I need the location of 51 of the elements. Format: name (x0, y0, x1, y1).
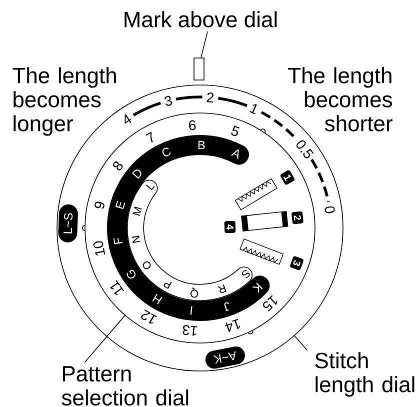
leader-line (294, 335, 308, 350)
pattern-letter: C (162, 148, 171, 156)
pattern-letter: R (218, 284, 226, 294)
scale-number: 1 (250, 104, 257, 114)
pattern-letter: L (146, 184, 155, 190)
dial-number: 13 (182, 325, 198, 336)
index-mark (194, 58, 204, 80)
pattern-letter: E (115, 200, 126, 210)
dial-number: 9 (94, 202, 104, 209)
pattern-letter: G (126, 270, 136, 279)
scale-number: 2 (206, 92, 214, 102)
range-badge: A~K (205, 346, 245, 369)
dial-number: 7 (146, 132, 153, 142)
dial-number: 10 (93, 241, 106, 256)
number-badge: 3 (290, 256, 304, 270)
pattern-letter: F (113, 238, 123, 244)
pattern-letter: D (132, 170, 142, 179)
dial-number: 15 (262, 295, 278, 312)
pattern-letter: N (132, 236, 140, 243)
dial-number: 6 (189, 120, 196, 130)
dial-number: 14 (225, 318, 240, 332)
scale-number: 0.5 (296, 140, 314, 158)
pattern-letter: A (231, 149, 239, 159)
callout-label: Mark above dial (124, 11, 277, 28)
pattern-letter: I (190, 306, 192, 315)
leader-line (200, 31, 208, 58)
pattern-letter: K (252, 282, 263, 294)
pattern-letter: P (164, 282, 172, 289)
note-label: The length becomes shorter (288, 67, 392, 132)
dial-number: 5 (231, 126, 240, 136)
pattern-letter: B (198, 140, 205, 150)
scale-number: 3 (164, 96, 172, 106)
dial-number: 11 (110, 280, 124, 295)
number-badge: 2 (292, 211, 304, 224)
pattern-letter: S (242, 270, 250, 278)
scale-number: 0 (324, 206, 335, 214)
scale-number: 4 (124, 114, 132, 124)
number-badge: 1 (280, 170, 294, 185)
dial-number: 12 (141, 310, 157, 324)
callout-label: Pattern selection dial (62, 366, 188, 406)
pattern-letter: Q (190, 288, 198, 298)
dial-number: 8 (113, 161, 123, 170)
pattern-letter: H (152, 294, 162, 304)
callout-label: Stitch length dial (315, 352, 414, 397)
note-label: The length becomes longer (12, 67, 116, 136)
pattern-letter: O (142, 261, 151, 270)
number-badge: 4 (224, 220, 236, 234)
pattern-letter: M (132, 206, 142, 216)
leader-line (84, 315, 126, 362)
pattern-letter: J (224, 302, 230, 312)
range-badge: L~S (58, 204, 78, 242)
